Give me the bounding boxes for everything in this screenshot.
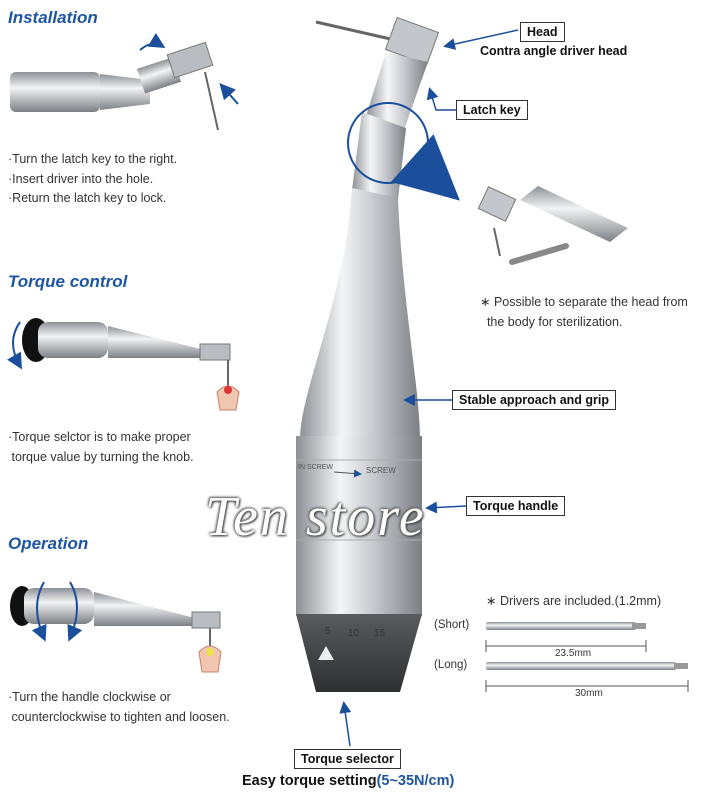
stable-grip-label: Stable approach and grip [452, 390, 617, 410]
drivers-note: ∗ Drivers are included.(1.2mm) [486, 594, 662, 608]
installation-illustration [10, 32, 239, 131]
torque-control-instructions: ·Torque selctor is to make proper torque… [8, 428, 194, 467]
drivers-illustration [485, 622, 689, 692]
head-label: Head [520, 22, 565, 42]
installation-instructions: ·Turn the latch key to the right. ·Inser… [8, 150, 177, 209]
instruction-line: ·Torque selctor is to make proper [8, 430, 191, 444]
latch-key-label: Latch key [456, 100, 528, 120]
note-line: the body for sterilization. [480, 315, 623, 329]
head-description: Contra angle driver head [480, 44, 628, 58]
instruction-line: ·Turn the handle clockwise or [8, 690, 171, 704]
instruction-line: ·Insert driver into the hole. [8, 171, 154, 186]
label-connectors [339, 29, 519, 747]
torque-selector-label: Torque selector [294, 749, 401, 769]
in-screw-mark: IN SCREW [298, 464, 333, 471]
scale-mark-15: 15 [374, 628, 386, 639]
separated-parts-illustration [477, 186, 628, 265]
torque-control-title: Torque control [8, 272, 128, 291]
instruction-line: ·Turn the latch key to the right. [8, 152, 178, 166]
instruction-line: counterclockwise to tighten and loosen. [8, 709, 230, 724]
instruction-line: torque value by turning the knob. [8, 449, 194, 464]
short-driver-label: (Short) [434, 619, 470, 631]
torque-illustration [7, 318, 240, 411]
short-driver-length: 23.5mm [555, 648, 592, 659]
scale-mark-5: 5 [325, 626, 331, 637]
torque-handle-label: Torque handle [466, 496, 566, 516]
torque-range: (5~35N/cm) [376, 773, 455, 789]
sterilization-note: ∗ Possible to separate the head from the… [480, 292, 688, 332]
long-driver-length: 30mm [575, 688, 603, 699]
operation-instructions: ·Turn the handle clockwise or counterclo… [8, 688, 230, 727]
installation-title: Installation [8, 8, 98, 27]
long-driver-label: (Long) [434, 659, 468, 671]
scale-mark-10: 10 [348, 628, 360, 639]
store-watermark: Ten store [205, 486, 426, 548]
operation-illustration [10, 581, 222, 673]
easy-torque-setting: Easy torque setting(5~35N/cm) [242, 773, 454, 789]
screw-mark: SCREW [366, 466, 396, 475]
easy-torque-text: Easy torque setting [242, 773, 377, 789]
note-line: ∗ Possible to separate the head from [480, 295, 688, 309]
operation-title: Operation [8, 534, 89, 553]
main-driver-illustration [296, 16, 460, 692]
instruction-line: ·Return the latch key to lock. [8, 191, 167, 205]
